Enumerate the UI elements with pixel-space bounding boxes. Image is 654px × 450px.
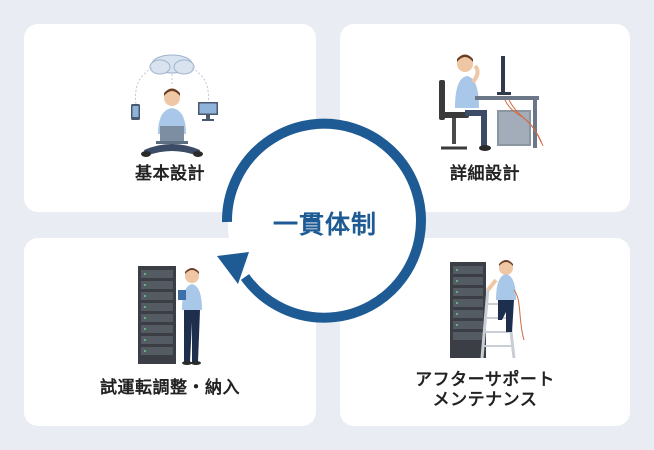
step-card-commissioning: 試運転調整・納入 <box>24 238 316 426</box>
engineer-with-tablet-illustration <box>138 266 202 365</box>
phone-icon <box>131 104 140 120</box>
step-label-after-support: アフターサポート メンテナンス <box>340 370 630 410</box>
cloud-icon <box>149 54 195 75</box>
engineer-at-desk-illustration <box>439 54 544 151</box>
server-rack-icon <box>450 262 486 358</box>
monitor-icon <box>198 102 218 121</box>
step-label-commissioning: 試運転調整・納入 <box>100 378 240 398</box>
center-title: 一貫体制 <box>272 210 377 239</box>
cycle-arrowhead-icon <box>217 252 249 284</box>
server-rack-icon <box>138 266 176 364</box>
step-label-line-2: メンテナンス <box>432 390 538 410</box>
step-label-detailed-design: 詳細設計 <box>450 164 520 184</box>
cycle-ring <box>221 118 426 323</box>
monitor-icon <box>497 56 511 95</box>
step-label-basic-design: 基本設計 <box>135 164 205 184</box>
step-card-basic-design: 基本設計 <box>24 24 316 212</box>
step-label-line-1: アフターサポート <box>415 370 555 390</box>
engineer-meditating-illustration <box>131 54 218 157</box>
engineer-on-ladder-illustration <box>450 260 525 359</box>
laptop-icon <box>156 126 188 144</box>
